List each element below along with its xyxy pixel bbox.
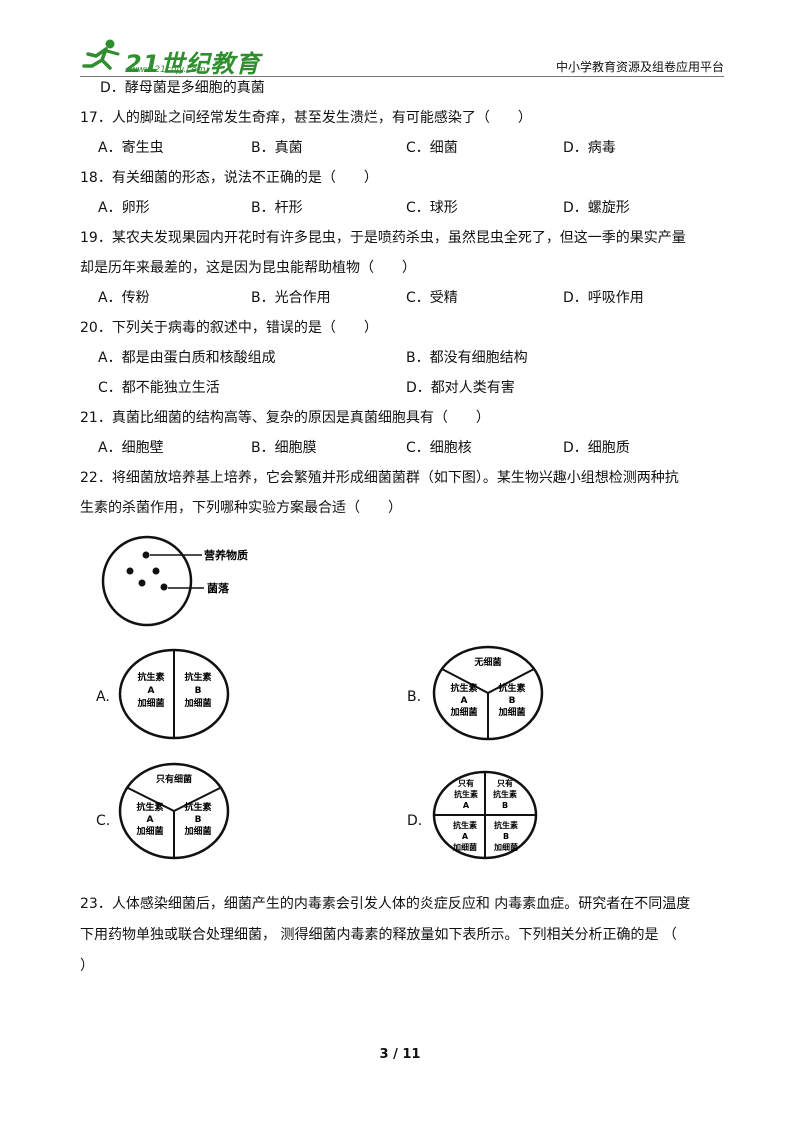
q19-stem-line1: 19．某农夫发现果园内开花时有许多昆虫，于是喷药杀虫，虽然昆虫全死了，但这一季的… (80, 230, 686, 246)
q20-stem: 20．下列关于病毒的叙述中，错误的是（ ） (80, 320, 378, 336)
logo-url: www.21cnjy.com (130, 65, 206, 75)
svg-text:加细菌: 加细菌 (136, 697, 164, 709)
svg-text:抗生素: 抗生素 (184, 801, 211, 813)
svg-text:抗生素: 抗生素 (450, 682, 477, 694)
logo-text: 21世纪教育 (125, 50, 261, 78)
q22-option-c-dish: 只有细菌 抗生素 A 加细菌 抗生素 B 加细菌 (118, 762, 230, 860)
svg-text:抗生素: 抗生素 (498, 682, 525, 694)
svg-text:加细菌: 加细菌 (497, 706, 525, 718)
q19-option-c: C．受精 (406, 290, 458, 306)
runner-logo-icon (82, 39, 120, 70)
svg-text:抗生素: 抗生素 (453, 820, 477, 830)
q20-option-d: D．都对人类有害 (406, 380, 515, 396)
svg-text:抗生素: 抗生素 (493, 789, 517, 799)
svg-text:只有: 只有 (458, 778, 474, 788)
svg-text:抗生素: 抗生素 (454, 789, 478, 799)
svg-text:抗生素: 抗生素 (136, 801, 163, 813)
q19-option-a: A．传粉 (98, 290, 150, 306)
svg-text:只有细菌: 只有细菌 (156, 773, 192, 785)
q18-option-b: B．杆形 (251, 200, 303, 216)
svg-text:加细菌: 加细菌 (135, 825, 163, 837)
q21-option-a: A．细胞壁 (98, 440, 164, 456)
q18-option-c: C．球形 (406, 200, 458, 216)
culture-dish (101, 535, 193, 627)
q21-option-c: C．细胞核 (406, 440, 472, 456)
label-nutrient: 营养物质 (204, 548, 248, 562)
q20-option-b: B．都没有细胞结构 (406, 350, 528, 366)
svg-text:无细菌: 无细菌 (473, 656, 501, 668)
q22-stem-line2: 生素的杀菌作用，下列哪种实验方案最合适（ ） (80, 500, 402, 516)
svg-text:A: A (148, 686, 155, 696)
svg-text:抗生素: 抗生素 (184, 671, 211, 683)
svg-text:A: A (462, 832, 469, 841)
q21-option-d: D．细胞质 (563, 440, 630, 456)
q21-stem: 21．真菌比细菌的结构高等、复杂的原因是真菌细胞具有（ ） (80, 410, 490, 426)
q17-option-d: D．病毒 (563, 140, 616, 156)
culture-dish-figure: 营养物质 菌落 (101, 535, 248, 627)
q22-option-d-letter: D. (407, 813, 423, 829)
q21-option-b: B．细胞膜 (251, 440, 317, 456)
svg-text:加细菌: 加细菌 (183, 825, 211, 837)
svg-text:加细菌: 加细菌 (183, 697, 211, 709)
q22-option-a-dish: 抗生素 A 加细菌 抗生素 B 加细菌 (118, 648, 230, 740)
q18-option-d: D．螺旋形 (563, 200, 630, 216)
q20-option-c: C．都不能独立生活 (98, 380, 220, 396)
q19-option-b: B．光合作用 (251, 290, 331, 306)
svg-text:只有: 只有 (497, 778, 513, 788)
q23-stem-line2: 下用药物单独或联合处理细菌， 测得细菌内毒素的释放量如下表所示。下列相关分析正确… (80, 927, 677, 943)
svg-text:抗生素: 抗生素 (137, 671, 164, 683)
q22-stem-line1: 22．将细菌放培养基上培养，它会繁殖并形成细菌菌群（如下图）。某生物兴趣小组想检… (80, 470, 679, 486)
svg-text:加细菌: 加细菌 (493, 842, 518, 852)
svg-text:A: A (147, 815, 154, 825)
q23-stem-line1: 23．人体感染细菌后，细菌产生的内毒素会引发人体的炎症反应和 内毒素血症。研究者… (80, 896, 691, 912)
q17-option-c: C．细菌 (406, 140, 458, 156)
q19-stem-line2: 却是历年来最差的，这是因为昆虫能帮助植物（ ） (80, 260, 416, 276)
q17-stem: 17．人的脚趾之间经常发生奇痒，甚至发生溃烂，有可能感染了（ ） (80, 110, 532, 126)
svg-text:B: B (509, 696, 516, 706)
svg-text:A: A (461, 696, 468, 706)
page-number: 3 / 11 (379, 1047, 421, 1062)
q22-option-a-letter: A. (96, 689, 110, 705)
q22-option-b-letter: B. (407, 689, 422, 705)
q22-option-c-letter: C. (96, 813, 111, 829)
label-colony: 菌落 (207, 581, 230, 595)
colony-dot (152, 567, 160, 575)
q23-stem-line3: ） (80, 958, 94, 974)
q19-option-d: D．呼吸作用 (563, 290, 644, 306)
svg-text:A: A (463, 801, 470, 810)
header-divider (80, 76, 724, 77)
q20-option-a: A．都是由蛋白质和核酸组成 (98, 350, 276, 366)
q18-stem: 18．有关细菌的形态，说法不正确的是（ ） (80, 170, 378, 186)
svg-text:抗生素: 抗生素 (494, 820, 518, 830)
svg-text:B: B (502, 801, 508, 810)
q22-option-b-dish: 无细菌 抗生素 A 加细菌 抗生素 B 加细菌 (432, 645, 544, 741)
colony-dot (160, 583, 168, 591)
svg-text:加细菌: 加细菌 (452, 842, 477, 852)
colony-dot (142, 551, 150, 559)
q17-option-b: B．真菌 (251, 140, 303, 156)
q17-option-a: A．寄生虫 (98, 140, 164, 156)
q16-option-d: D．酵母菌是多细胞的真菌 (100, 80, 265, 96)
svg-text:B: B (503, 832, 509, 841)
svg-text:加细菌: 加细菌 (449, 706, 477, 718)
platform-title: 中小学教育资源及组卷应用平台 (555, 60, 724, 74)
svg-text:B: B (195, 686, 202, 696)
q18-option-a: A．卵形 (98, 200, 150, 216)
colony-dot (126, 567, 134, 575)
colony-dot (138, 579, 146, 587)
svg-text:B: B (195, 815, 202, 825)
q22-option-d-dish: 只有 抗生素 A 只有 抗生素 B 抗生素 A 加细菌 抗生素 B 加细菌 (432, 770, 538, 860)
